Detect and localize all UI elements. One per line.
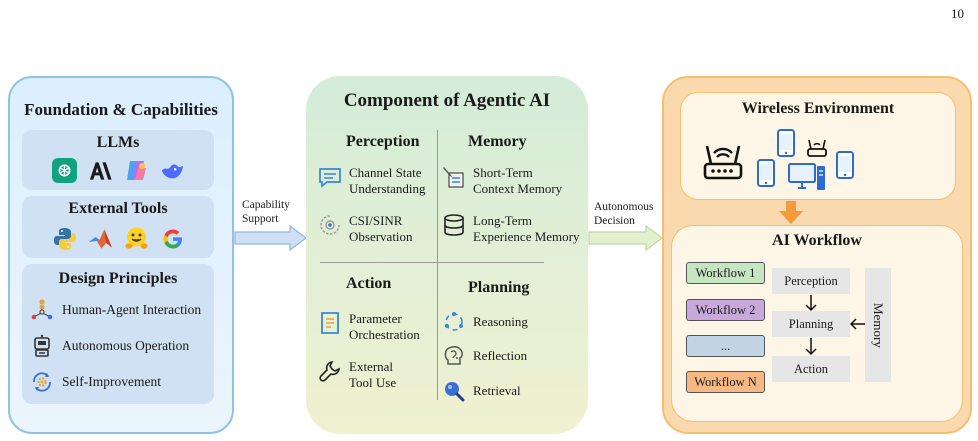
workflow-step: Action bbox=[772, 356, 850, 382]
flow-arrow-left bbox=[850, 318, 865, 330]
arrow-label-line: Capability bbox=[242, 199, 290, 211]
flow-arrow-down bbox=[805, 295, 817, 312]
workflow-item: ... bbox=[686, 335, 765, 357]
item-line: Orchestration bbox=[349, 327, 420, 342]
autonomous-decision-arrow bbox=[588, 224, 663, 252]
page-number: 10 bbox=[951, 6, 964, 21]
llms-box: LLMs bbox=[22, 130, 214, 190]
router-icon bbox=[703, 145, 743, 180]
workflow-step: Perception bbox=[772, 268, 850, 294]
perception-title: Perception bbox=[346, 133, 420, 150]
small-router-icon bbox=[807, 139, 827, 157]
wrench-icon bbox=[319, 361, 340, 382]
chat-icon bbox=[319, 168, 341, 188]
principle-human-agent-interaction: Human-Agent Interaction bbox=[30, 298, 201, 322]
workflow-step: Planning bbox=[772, 311, 850, 337]
matlab-logo-icon bbox=[88, 226, 113, 251]
principle-label: Human-Agent Interaction bbox=[62, 302, 202, 317]
item-line: Reasoning bbox=[473, 314, 528, 329]
python-logo-icon bbox=[52, 226, 77, 251]
memory-box: Memory bbox=[865, 268, 891, 382]
arrow-label-line: Support bbox=[242, 213, 279, 225]
principles-box: Design Principles Human-Agent Interactio… bbox=[22, 264, 214, 404]
document-icon bbox=[321, 312, 339, 334]
google-logo-icon bbox=[160, 226, 185, 251]
gear-cycle-icon bbox=[33, 372, 51, 392]
capability-support-label: Capability Support bbox=[242, 198, 290, 226]
workflow-item: Workflow 2 bbox=[686, 299, 765, 321]
memory-title: Memory bbox=[468, 133, 527, 150]
arrow-label-line: Autonomous bbox=[594, 201, 654, 213]
item-line: Context Memory bbox=[473, 181, 563, 196]
notepad-icon bbox=[443, 167, 464, 188]
down-arrow bbox=[779, 201, 803, 224]
tools-box: External Tools bbox=[22, 196, 214, 258]
planning-item: Retrieval bbox=[442, 379, 521, 403]
memory-label: Memory bbox=[871, 302, 886, 348]
horizontal-divider bbox=[320, 262, 544, 263]
item-line: Parameter bbox=[349, 311, 402, 326]
robot-icon bbox=[34, 334, 50, 357]
ai-workflow-title: AI Workflow bbox=[772, 232, 862, 249]
arrow-label-line: Decision bbox=[594, 215, 635, 227]
deepseek-logo-icon bbox=[160, 158, 185, 183]
llms-title: LLMs bbox=[96, 134, 140, 151]
principles-title: Design Principles bbox=[58, 270, 178, 287]
item-line: Channel State bbox=[349, 165, 422, 180]
anthropic-logo-icon bbox=[88, 158, 113, 183]
chatgpt-logo-icon bbox=[52, 158, 77, 183]
computer-icon bbox=[788, 163, 825, 190]
component-panel bbox=[306, 76, 588, 434]
item-line: Tool Use bbox=[349, 375, 397, 390]
capability-support-arrow bbox=[234, 224, 307, 252]
radar-icon bbox=[320, 215, 340, 235]
magnifier-icon bbox=[445, 382, 465, 402]
principle-self-improvement: Self-Improvement bbox=[30, 370, 161, 394]
foundation-title: Foundation & Capabilities bbox=[24, 100, 218, 119]
vertical-divider bbox=[437, 130, 438, 400]
database-icon bbox=[444, 214, 464, 236]
workflow-item: Workflow 1 bbox=[686, 262, 765, 284]
tools-title: External Tools bbox=[68, 200, 168, 217]
item-line: Retrieval bbox=[473, 383, 521, 398]
item-line: Understanding bbox=[349, 181, 426, 196]
phone-icon bbox=[836, 151, 854, 179]
planning-title: Planning bbox=[468, 279, 530, 296]
planning-item: Reasoning bbox=[442, 310, 528, 334]
item-line: Long-Term bbox=[473, 213, 533, 228]
action-title: Action bbox=[346, 275, 392, 292]
principle-label: Autonomous Operation bbox=[62, 338, 190, 353]
phone-icon bbox=[757, 159, 775, 187]
item-line: Reflection bbox=[473, 348, 528, 363]
item-line: CSI/SINR bbox=[349, 213, 403, 228]
copilot-logo-icon bbox=[124, 158, 149, 183]
cycle-dots-icon bbox=[445, 312, 463, 331]
item-line: Observation bbox=[349, 229, 413, 244]
autonomous-decision-label: Autonomous Decision bbox=[594, 200, 653, 228]
brain-icon bbox=[444, 346, 463, 365]
phone-icon bbox=[777, 129, 795, 157]
principle-autonomous-operation: Autonomous Operation bbox=[30, 334, 189, 358]
workflow-item: Workflow N bbox=[686, 371, 765, 393]
item-line: Experience Memory bbox=[473, 229, 580, 244]
flow-arrow-down bbox=[805, 338, 817, 356]
people-network-icon bbox=[31, 299, 53, 320]
item-line: External bbox=[349, 359, 394, 374]
principle-label: Self-Improvement bbox=[62, 374, 161, 389]
component-title: Component of Agentic AI bbox=[343, 90, 551, 111]
huggingface-logo-icon bbox=[124, 226, 149, 251]
wireless-title: Wireless Environment bbox=[741, 100, 895, 117]
planning-item: Reflection bbox=[442, 344, 527, 368]
item-line: Short-Term bbox=[473, 165, 533, 180]
